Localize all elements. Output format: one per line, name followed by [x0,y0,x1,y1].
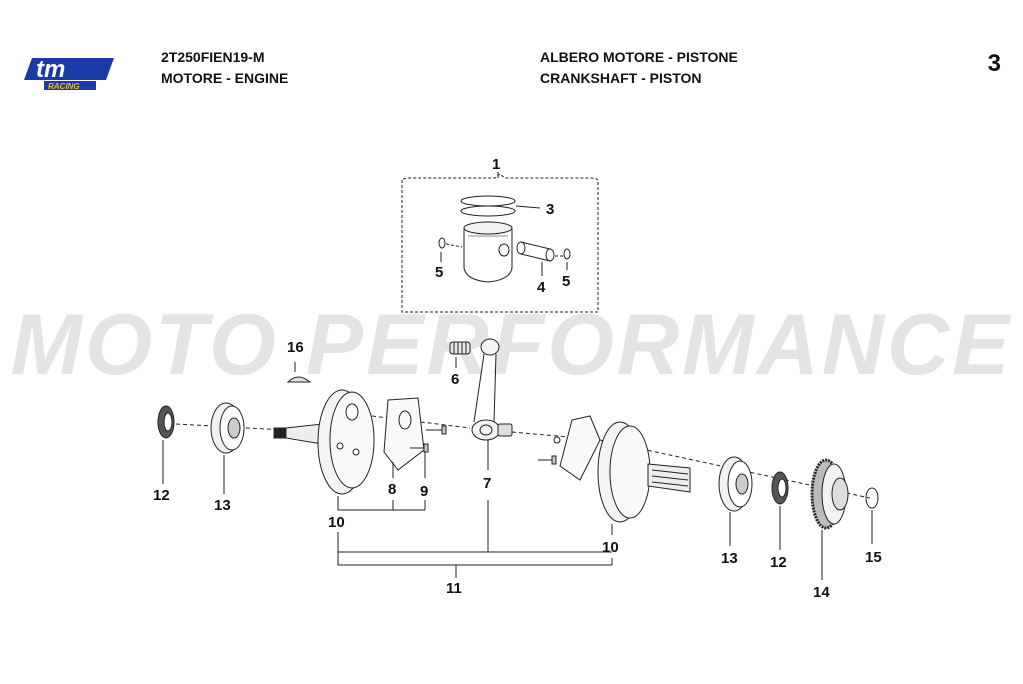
bearing-right [718,456,753,512]
callout-13-left: 13 [214,497,231,514]
circlip-gear [865,487,879,509]
balance-plate-right [559,415,601,481]
balance-plate-hole-left [398,410,412,430]
piston-ring-bottom [460,205,516,217]
piston [463,221,513,283]
balance-plate-left [383,397,425,471]
logo-shape [24,58,114,80]
callout-5-right: 5 [562,273,570,290]
callout-8: 8 [388,481,396,498]
flywheel-left [317,389,375,495]
logo-sub-bg [44,81,96,90]
group-name: MOTORE - ENGINE [161,70,289,86]
circlip-left [438,237,446,249]
screw-right [538,455,557,465]
piston-ring-top [460,195,516,207]
title-italian: ALBERO MOTORE - PISTONE [540,49,738,65]
crankshaft-right-shaft [647,463,691,493]
callout-12-left: 12 [153,487,170,504]
crankshaft-left-shaft [273,423,323,445]
callout-1: 1 [492,156,500,173]
screw-upper [426,425,447,435]
logo-sub-text: RACING [48,82,80,91]
circlip-right [563,248,571,260]
callout-3: 3 [546,201,554,218]
flywheel-right [597,421,651,523]
oil-seal-left [157,405,175,439]
screw-lower [410,443,429,453]
callout-10-left: 10 [328,514,345,531]
callout-6: 6 [451,371,459,388]
callout-14: 14 [813,584,830,601]
logo-text: tm [36,56,65,83]
callout-11: 11 [446,580,462,597]
wrist-pin [516,241,555,262]
callout-4: 4 [537,279,546,296]
leader-lines [162,172,873,580]
model-code: 2T250FIEN19-M [161,49,265,65]
title-english: CRANKSHAFT - PISTON [540,70,702,86]
primary-gear [810,458,849,530]
section-title: ALBERO MOTORE - PISTONE CRANKSHAFT - PIS… [540,47,738,89]
callout-15: 15 [865,549,882,566]
page-number: 3 [987,50,1001,77]
callout-10-right: 10 [602,539,619,556]
callout-7: 7 [483,475,491,492]
callout-13-right: 13 [721,550,738,567]
connecting-rod [471,338,513,441]
dowel-right [553,436,561,444]
callout-9: 9 [420,483,428,500]
tm-racing-logo: tm RACING [24,56,114,91]
oil-seal-right [771,471,789,505]
woodruff-key [286,376,312,383]
piston-kit-box [401,173,599,313]
callout-16: 16 [287,339,304,356]
callout-5-left: 5 [435,264,443,281]
callout-12-right: 12 [770,554,787,571]
bearing-left [210,402,245,454]
watermark: MOTO PERFORMANCE [10,297,1013,393]
needle-bearing [449,341,471,355]
model-header: 2T250FIEN19-M MOTORE - ENGINE [161,47,288,89]
